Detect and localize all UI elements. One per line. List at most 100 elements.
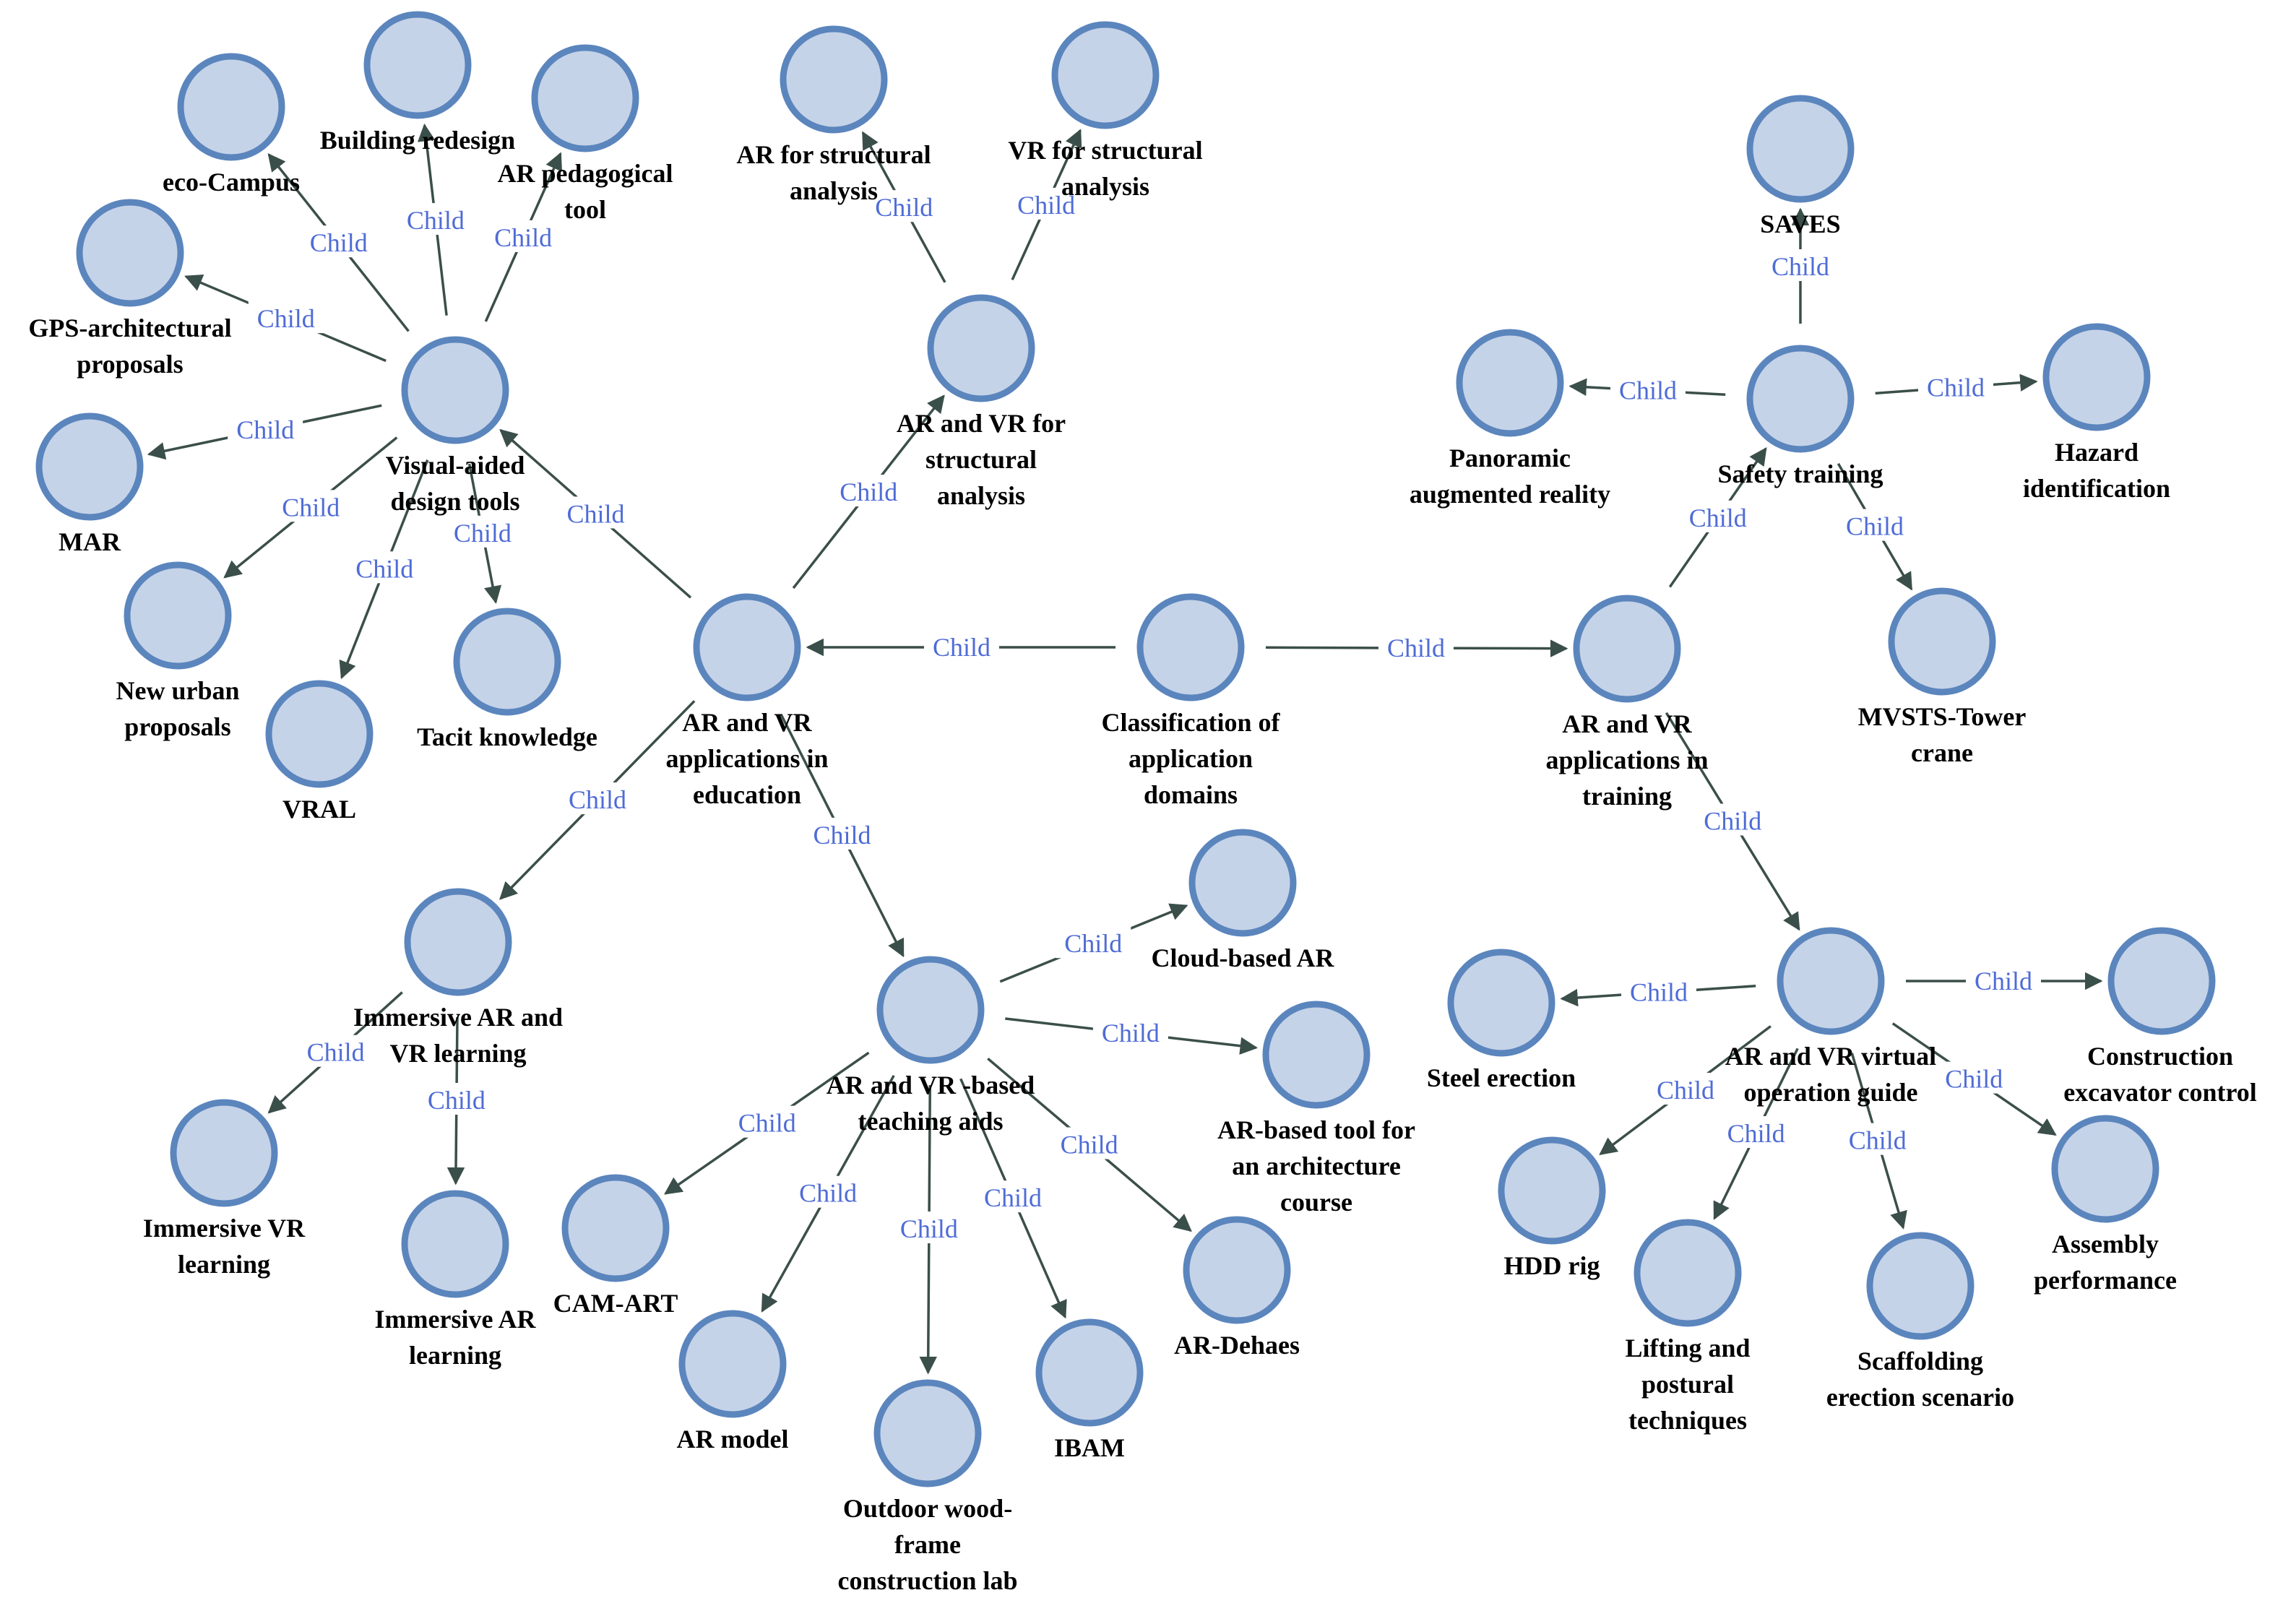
node-ecocampus[interactable]: eco-Campus: [163, 53, 300, 196]
node-arpedagogical[interactable]: AR pedagogical tool: [498, 44, 673, 224]
node-circle-arstruct[interactable]: [780, 25, 888, 134]
node-circle-newurban[interactable]: [124, 561, 232, 670]
node-circle-virtualguide[interactable]: [1777, 927, 1885, 1035]
node-label-gps: proposals: [77, 350, 183, 379]
node-circle-structural[interactable]: [927, 294, 1035, 402]
edge-label-background: [228, 413, 303, 445]
node-circle-panoramic[interactable]: [1456, 329, 1564, 437]
node-camart[interactable]: CAM-ART: [553, 1174, 678, 1318]
node-circle-excavator[interactable]: [2107, 927, 2216, 1035]
node-circle-immersive[interactable]: [404, 888, 512, 996]
node-label-excavator: excavator control: [2063, 1078, 2257, 1107]
edge-label-child: Child: [984, 1183, 1042, 1212]
node-circle-scaffolding[interactable]: [1866, 1232, 1975, 1340]
node-ibam[interactable]: IBAM: [1035, 1318, 1144, 1462]
node-circle-teaching[interactable]: [876, 956, 985, 1064]
edge-label-child: Child: [1102, 1019, 1160, 1048]
node-label-immar: Immersive AR: [375, 1305, 537, 1334]
node-vral[interactable]: VRAL: [265, 680, 374, 824]
edge-label-background: [1695, 803, 1771, 836]
node-label-arpedagogical: tool: [564, 195, 606, 224]
node-circle-ibam[interactable]: [1035, 1318, 1144, 1427]
node-circle-tacit[interactable]: [453, 608, 561, 716]
node-circle-hdd[interactable]: [1498, 1136, 1606, 1245]
edge-label-child: Child: [494, 223, 552, 252]
node-circle-outdoor[interactable]: [873, 1379, 982, 1487]
node-circle-vrstruct[interactable]: [1051, 21, 1160, 129]
edge-label-child: Child: [307, 1038, 365, 1067]
edge-teaching-cloud: Child: [999, 903, 1188, 983]
node-circle-assembly[interactable]: [2051, 1115, 2159, 1223]
node-safety[interactable]: Safety training: [1718, 345, 1883, 488]
node-cloud[interactable]: Cloud-based AR: [1151, 829, 1335, 972]
edge-visual-ecocampus: Child: [267, 152, 410, 332]
node-circle-arpedagogical[interactable]: [531, 44, 639, 152]
node-circle-immar[interactable]: [401, 1190, 509, 1298]
node-circle-mvsts[interactable]: [1888, 587, 1996, 696]
node-label-cloud: Cloud-based AR: [1151, 943, 1334, 972]
node-circle-ardehaes[interactable]: [1183, 1216, 1291, 1324]
node-label-hazard: identification: [2023, 474, 2170, 503]
node-circle-ecocampus[interactable]: [177, 53, 285, 161]
node-label-immersive: Immersive AR and: [353, 1003, 563, 1032]
node-circle-saves[interactable]: [1746, 95, 1855, 203]
node-circle-mar[interactable]: [35, 413, 144, 521]
node-circle-safety[interactable]: [1746, 345, 1855, 453]
node-redesign[interactable]: Building redesign: [320, 11, 515, 155]
node-ardehaes[interactable]: AR-Dehaes: [1174, 1216, 1300, 1360]
node-steel[interactable]: Steel erection: [1427, 949, 1576, 1092]
edge-label-child: Child: [454, 519, 512, 548]
edge-label-child: Child: [569, 785, 626, 814]
node-tacit[interactable]: Tacit knowledge: [417, 608, 597, 751]
node-circle-steel[interactable]: [1447, 949, 1555, 1057]
node-circle-hazard[interactable]: [2042, 323, 2151, 431]
node-label-arpedagogical: AR pedagogical: [498, 159, 673, 188]
node-armodel[interactable]: AR model: [677, 1310, 789, 1454]
node-circle-root[interactable]: [1136, 593, 1245, 701]
node-circle-visual[interactable]: [401, 336, 509, 444]
node-circle-redesign[interactable]: [363, 11, 472, 119]
node-circle-cloud[interactable]: [1188, 829, 1297, 937]
node-circle-immvr[interactable]: [170, 1099, 278, 1207]
node-hdd[interactable]: HDD rig: [1498, 1136, 1606, 1280]
node-circle-camart[interactable]: [561, 1174, 670, 1282]
edge-virtualguide-scaffolding: Child: [1839, 1053, 1915, 1230]
edge-root-training: Child: [1265, 631, 1568, 662]
node-circle-vral[interactable]: [265, 680, 374, 788]
edge-structural-arstruct: Child: [861, 131, 946, 283]
node-circle-training[interactable]: [1573, 595, 1681, 703]
node-circle-gps[interactable]: [76, 199, 184, 307]
node-circle-lifting[interactable]: [1634, 1219, 1742, 1327]
node-saves[interactable]: SAVES: [1746, 95, 1855, 238]
node-mar[interactable]: MAR: [35, 413, 144, 556]
node-label-outdoor: frame: [894, 1530, 961, 1559]
node-circle-arbased[interactable]: [1262, 1001, 1371, 1109]
node-circle-education[interactable]: [693, 593, 801, 701]
edge-label-background: [790, 1175, 866, 1208]
edge-label-background: [273, 490, 349, 522]
node-circle-armodel[interactable]: [678, 1310, 787, 1418]
